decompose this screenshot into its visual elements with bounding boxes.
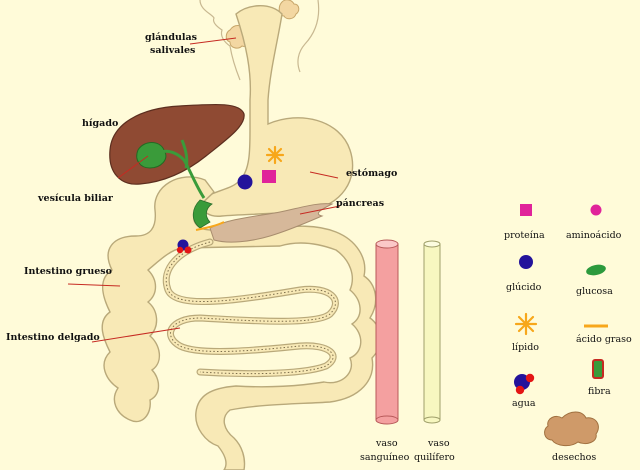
legend-glucose-label: glucosa: [576, 286, 613, 297]
legend-lipid-icon: [514, 312, 538, 336]
legend-fatty-acid-label: ácido graso: [576, 334, 632, 345]
label-small-intestine: Intestino delgado: [6, 332, 100, 343]
label-stomach: estómago: [346, 168, 397, 179]
duodenum: [192, 199, 213, 229]
legend-water-icon: [514, 373, 535, 395]
gallbladder: [136, 139, 206, 199]
legend-glucid-icon: [519, 255, 533, 269]
legend-glucid-label: glúcido: [506, 282, 542, 293]
legend-aminoacid-label: aminoácido: [566, 230, 622, 241]
liver: [109, 103, 245, 185]
legend-protein-label: proteína: [504, 230, 545, 241]
label-salivary-glands-line2: salivales: [150, 45, 195, 56]
small-intestine: [162, 238, 339, 378]
label-lymph-vessel-line2: quilífero: [414, 452, 455, 463]
legend-lipid-label: lípido: [512, 342, 539, 353]
head-outline: [199, 0, 320, 81]
glucid-icon-stomach: [237, 174, 253, 190]
lymph-vessel: [423, 240, 441, 424]
label-blood-vessel-line2: sanguíneo: [360, 452, 410, 463]
label-large-intestine: Intestino grueso: [24, 266, 112, 277]
label-lymph-vessel-line1: vaso: [427, 438, 450, 449]
label-pancreas: páncreas: [336, 198, 384, 209]
legend-water-label: agua: [512, 398, 536, 409]
legend-protein-icon: [520, 204, 532, 216]
protein-icon-stomach: [262, 170, 276, 183]
label-gallbladder: vesícula biliar: [37, 193, 114, 204]
blood-vessel: [375, 239, 399, 425]
legend-fiber-label: fibra: [588, 386, 611, 397]
label-blood-vessel-line1: vaso: [375, 438, 398, 449]
water-icon-duodenum: [176, 239, 192, 254]
legend-waste-icon: [544, 411, 599, 447]
legend-aminoacid-icon: [590, 204, 602, 216]
label-salivary-glands-line1: glándulas: [145, 32, 197, 43]
lipid-icon-stomach: [265, 145, 285, 165]
label-liver: hígado: [82, 118, 118, 129]
legend: proteína aminoácido glúcido glucosa lípi…: [504, 204, 632, 463]
leader-lines: [67, 37, 341, 343]
legend-waste-label: desechos: [552, 452, 596, 463]
legend-glucose-icon: [586, 264, 606, 276]
legend-fiber-icon: [592, 359, 604, 379]
